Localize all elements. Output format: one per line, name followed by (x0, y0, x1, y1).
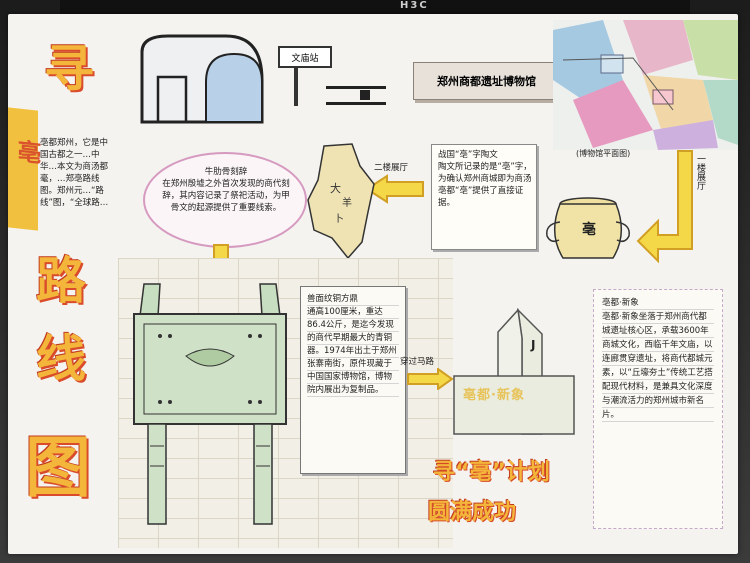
ding-text: 兽面纹铜方鼎 通高100厘米，重达86.4公斤，是迄今发现的商代早期最大的青铜器… (307, 293, 399, 397)
pottery-text: 战国“亳”字陶文 陶文所记录的是“亳”字，为确认郑州商城即为商汤亳都“亳”提供了… (438, 150, 532, 208)
road-block (360, 90, 370, 100)
title-char-4: 线 (36, 330, 86, 388)
svg-text:大: 大 (330, 181, 341, 195)
museum-building-drawing (140, 34, 264, 124)
museum-sign: 郑州商都遗址博物馆 (413, 62, 560, 100)
pottery-card: 战国“亳”字陶文 陶文所记录的是“亳”字，为确认郑州商城即为商汤亳都“亳”提供了… (431, 144, 537, 250)
museum-floor-plan (553, 20, 738, 150)
intro-text: 亳都郑州，它是中国古都之一…中华…本文为商汤都毫，…郑亳路线图。郑州元…“路线”… (40, 138, 109, 208)
road-line (326, 102, 386, 105)
monument-drawing (453, 307, 575, 435)
ding-card: 兽面纹铜方鼎 通高100厘米，重达86.4公斤，是迄今发现的商代早期最大的青铜器… (300, 286, 406, 474)
oracle-bubble: 牛肋骨刻辞 在郑州殷墟之外首次发现的商代刻辞，其内容记录了祭祀活动，为甲骨文的起… (143, 152, 307, 248)
monitor-brand: H3C (400, 0, 429, 11)
road-line (326, 86, 386, 89)
monument-label: 亳都·新象 (463, 388, 525, 403)
oracle-text: 牛肋骨刻辞 在郑州殷墟之外首次发现的商代刻辞，其内容记录了祭祀活动，为甲骨文的起… (162, 167, 290, 213)
svg-text:卜: 卜 (334, 213, 344, 225)
slogan-line-2: 圆满成功 (428, 500, 517, 525)
title-char-2-card: 亳 (8, 107, 41, 231)
station-sign: 文庙站 (278, 46, 332, 68)
title-char-5: 图 (25, 429, 91, 506)
title-char-1: 寻 (44, 40, 94, 98)
sign-post (294, 66, 298, 106)
monument-mark: J (531, 338, 536, 352)
floor-label: 一楼展厅 (695, 154, 705, 190)
new-image-card: 亳都·新象 亳都·新象坐落于郑州商代都城遗址核心区，承载3600年商城文化，西临… (593, 289, 723, 529)
svg-text:羊: 羊 (342, 196, 352, 209)
arrow-to-pottery (636, 150, 693, 264)
pottery-mark: 亳 (582, 222, 596, 238)
pottery-vessel-drawing (546, 197, 630, 259)
handmade-poster: 寻 亳 路 线 图 亳都郑州，它是中国古都之一…中华…本文为商汤都毫，…郑亳路线… (8, 14, 738, 554)
oracle-bone-drawing: 大 羊 卜 (307, 143, 375, 260)
new-image-text: 亳都·新象 亳都·新象坐落于郑州商代都城遗址核心区，承载3600年商城文化，西临… (602, 296, 714, 422)
title-char-3: 路 (36, 252, 86, 310)
map-caption: (博物馆平面图) (576, 149, 631, 158)
cross-road-label: 穿过马路 (400, 357, 435, 367)
slogan-line-1: 寻“亳”计划 (433, 460, 550, 485)
arrow-left (365, 174, 424, 204)
second-floor-label: 二楼展厅 (374, 163, 409, 173)
arrow-right (407, 368, 454, 390)
bronze-ding-drawing (133, 283, 287, 525)
